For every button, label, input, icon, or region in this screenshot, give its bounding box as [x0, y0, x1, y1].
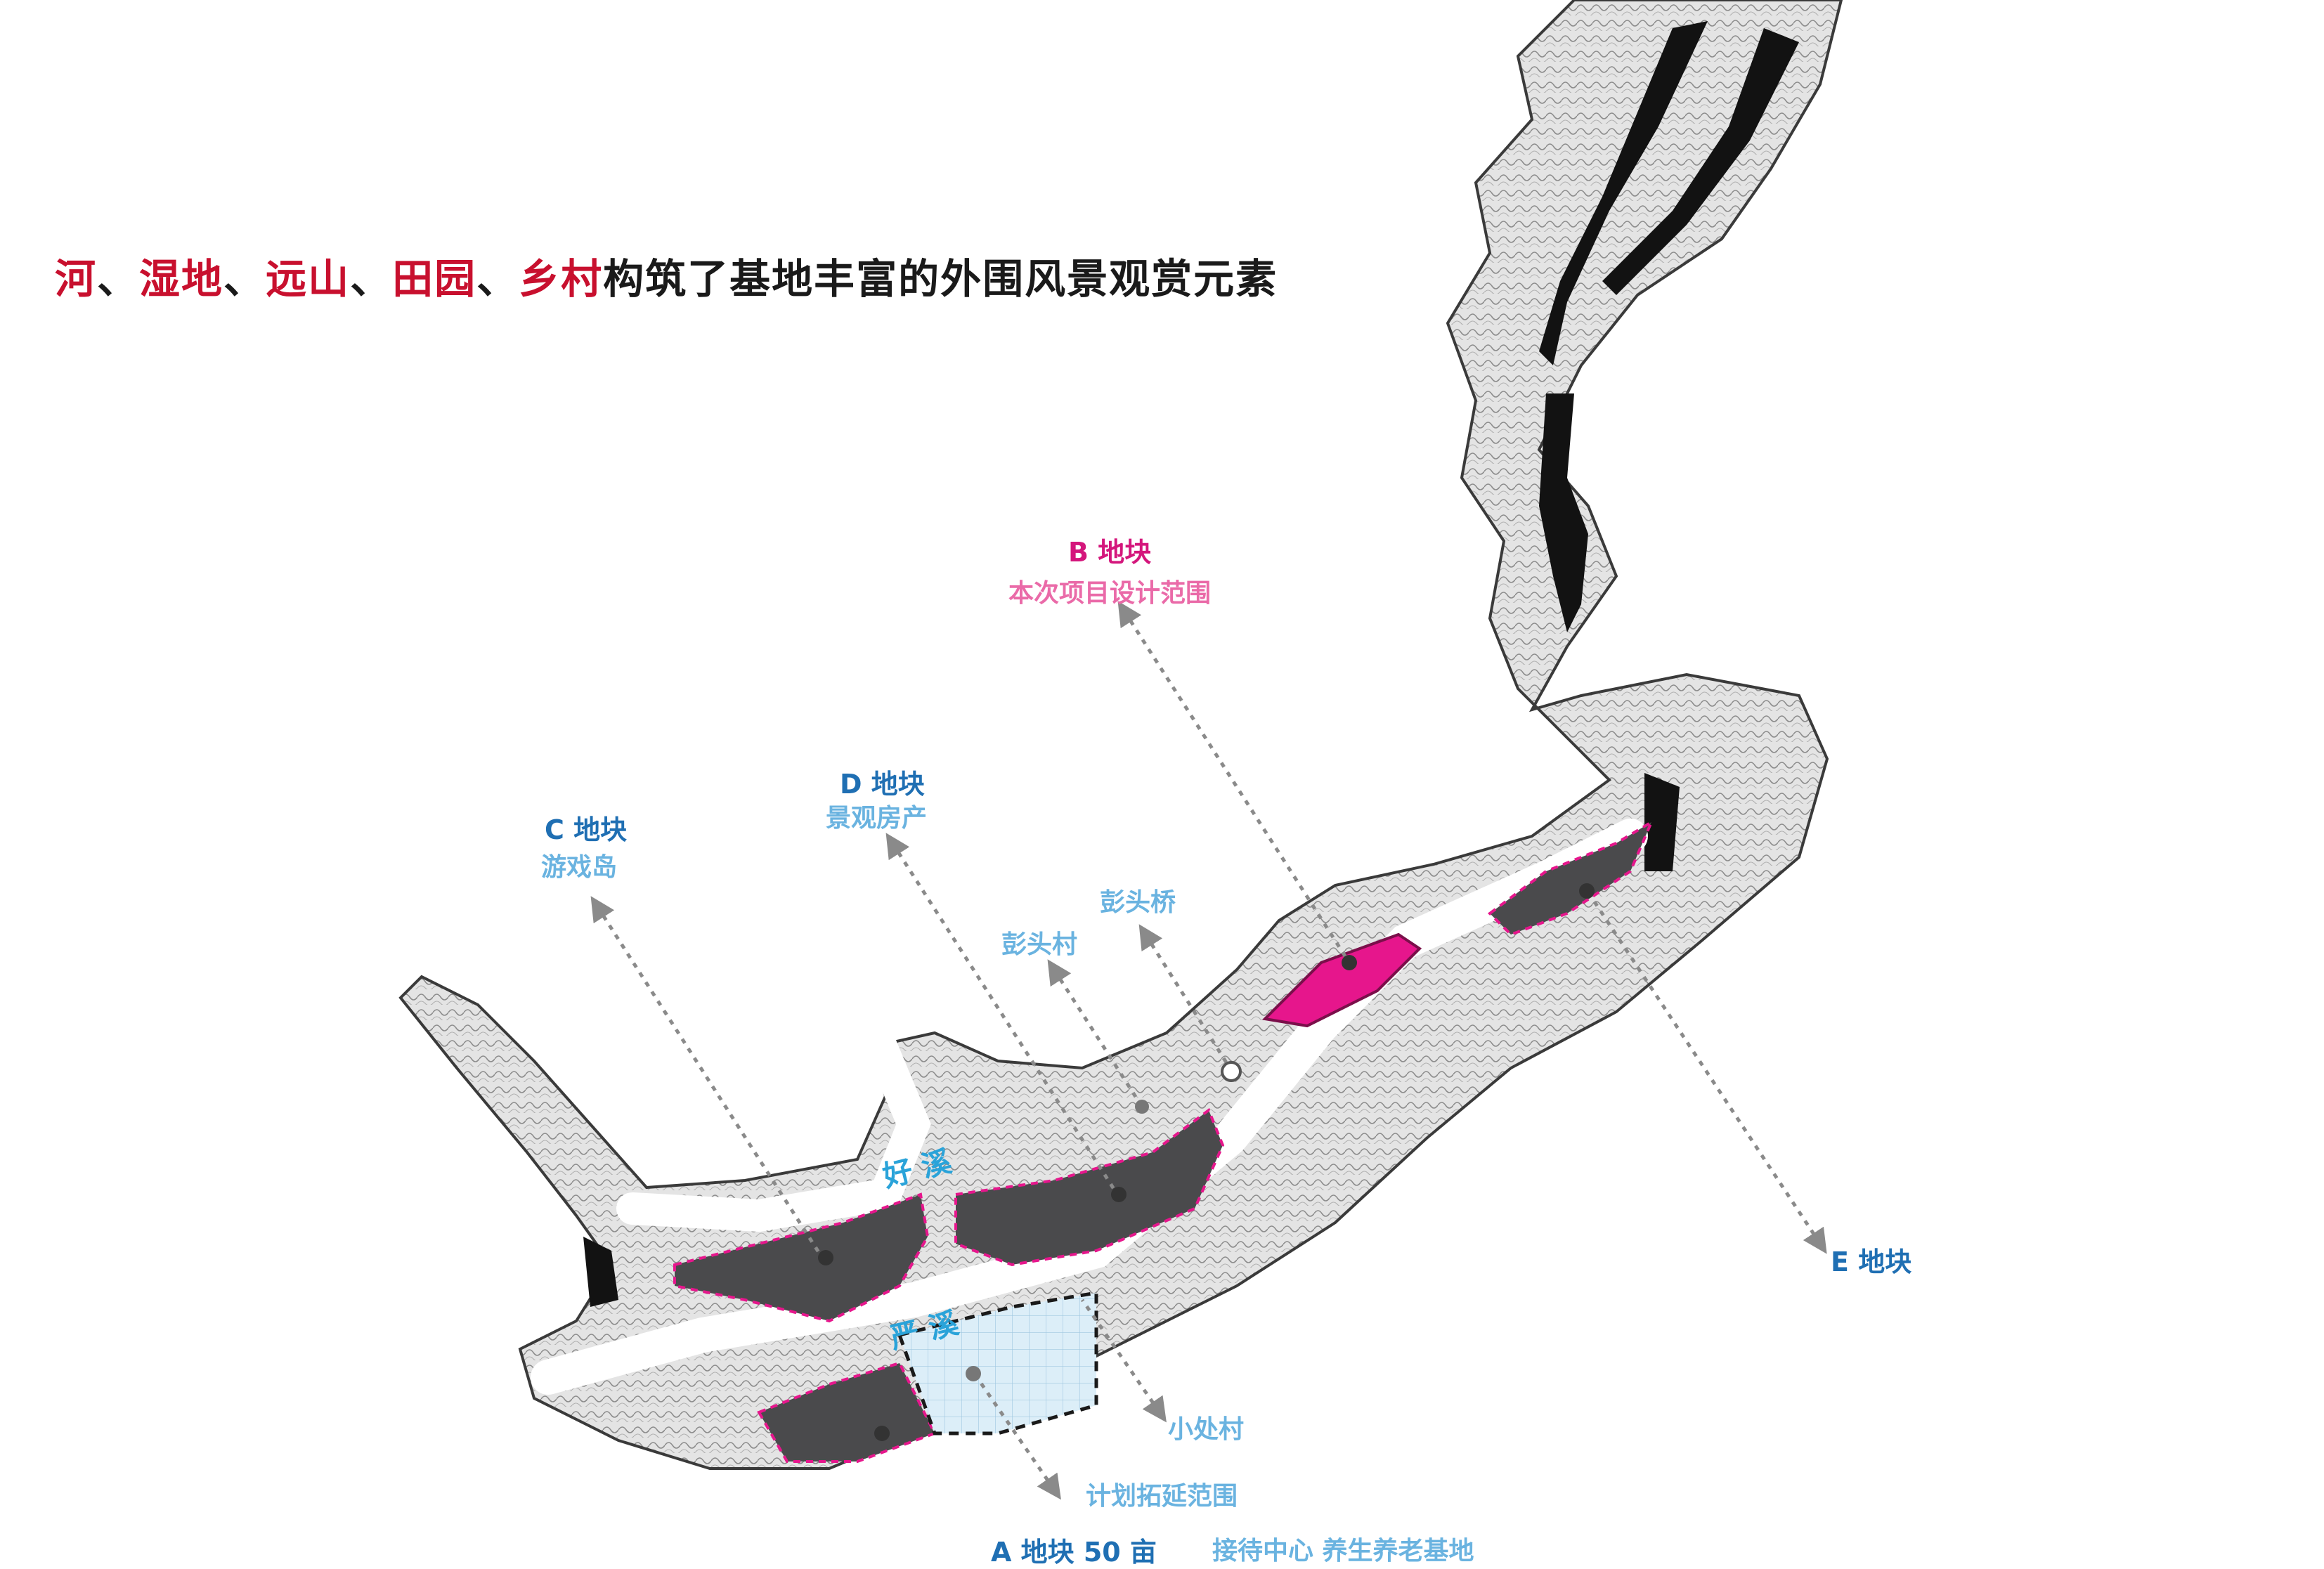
- headline-sep: 、: [476, 255, 519, 303]
- headline: 河、湿地、远山、田园、乡村构筑了基地丰富的外围风景观赏元素: [55, 246, 1278, 305]
- pengtou-bridge-label: 彭头桥: [1100, 888, 1176, 917]
- plot-a-subtitle: 接待中心 养生养老基地: [1212, 1537, 1474, 1565]
- headline-rest: 构筑了基地丰富的外围风景观赏元素: [603, 255, 1278, 303]
- plot-e-title: E 地块: [1831, 1246, 1912, 1277]
- dot-b: [1342, 955, 1357, 970]
- headline-river: 河: [55, 255, 98, 303]
- leader-d: [885, 833, 1119, 1196]
- dot-pengtou-village: [1135, 1100, 1149, 1114]
- dot-pengtou-bridge: [1221, 1061, 1242, 1082]
- leader-xiaochu: [1080, 1298, 1167, 1423]
- headline-sep: 、: [223, 255, 266, 303]
- plot-c: [673, 1192, 930, 1323]
- rivers: [531, 819, 1648, 1395]
- leader-pengtou-village: [1047, 959, 1144, 1108]
- xiaochu-village-label: 小处村: [1168, 1415, 1245, 1444]
- dot-e: [1579, 883, 1595, 899]
- mountain-corridor: [398, 0, 1843, 1470]
- leader-lines: [590, 601, 1827, 1500]
- plot-c-subtitle: 游戏岛: [541, 853, 618, 882]
- leader-e: [1586, 891, 1827, 1254]
- hao-river-path: [616, 1024, 931, 1232]
- plot-c-title: C 地块: [545, 814, 628, 845]
- headline-wetland: 湿地: [139, 255, 224, 303]
- dot-c: [818, 1250, 833, 1265]
- plot-d: [954, 1107, 1225, 1267]
- dot-a: [874, 1426, 890, 1441]
- plot-a: [757, 1361, 937, 1463]
- expansion-area: [897, 1291, 1098, 1435]
- plot-b: [1261, 932, 1422, 1028]
- headline-sep: 、: [350, 255, 393, 303]
- headline-fields: 田园: [392, 255, 477, 303]
- plot-d-title: D 地块: [840, 769, 925, 800]
- black-patch-west: [583, 1237, 618, 1307]
- headline-sep: 、: [97, 255, 140, 303]
- location-dots: [818, 883, 1595, 1441]
- headline-mountains: 远山: [266, 255, 351, 303]
- leader-pengtou-bridge: [1138, 924, 1232, 1069]
- yan-river-path: [531, 819, 1648, 1395]
- leader-expansion: [975, 1376, 1061, 1500]
- plot-e: [1487, 819, 1655, 937]
- plots: [673, 819, 1655, 1463]
- dot-d: [1111, 1187, 1127, 1202]
- leader-b: [1117, 601, 1351, 964]
- black-ridge-3: [1539, 393, 1588, 632]
- black-ridge-4: [1644, 773, 1680, 871]
- leader-c: [590, 896, 824, 1259]
- plot-b-subtitle: 本次项目设计范围: [1008, 579, 1212, 608]
- pengtou-village-label: 彭头村: [1001, 930, 1078, 959]
- black-ridge-2: [1602, 28, 1799, 295]
- plot-b-title: B 地块: [1068, 537, 1152, 568]
- headline-village: 乡村: [519, 255, 604, 303]
- plot-a-title: A 地块 50 亩: [991, 1537, 1157, 1568]
- black-ridge-1: [1539, 21, 1708, 365]
- plot-d-subtitle: 景观房产: [826, 804, 928, 833]
- expansion-label: 计划拓延范围: [1086, 1482, 1238, 1511]
- dot-expansion: [966, 1366, 981, 1381]
- terrain: [398, 0, 1843, 1470]
